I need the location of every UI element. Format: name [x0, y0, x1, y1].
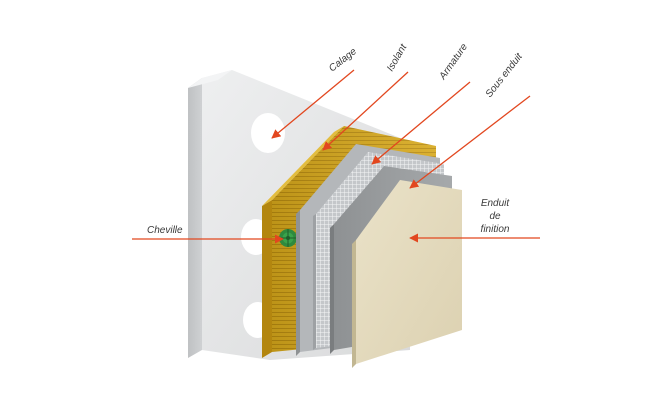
wall-hole — [251, 113, 285, 153]
label-armature: Armature — [437, 41, 470, 82]
leader-lines — [132, 69, 540, 244]
base-coat-edge — [330, 224, 334, 354]
label-cheville: Cheville — [147, 225, 183, 236]
label-sous-enduit: Sous enduit — [484, 50, 526, 99]
label-enduit-line2: de — [489, 211, 501, 222]
wall-side-face — [188, 78, 202, 358]
leader-calage — [271, 69, 355, 139]
insulation-edge — [262, 200, 272, 358]
finish-coat-layer — [352, 180, 462, 368]
leader-isolant — [322, 71, 409, 151]
finish-coat-board — [356, 180, 462, 364]
mesh-edge — [313, 214, 316, 350]
leader-sous-enduit — [409, 95, 531, 189]
anchor-plug — [279, 229, 297, 247]
label-enduit-line3: finition — [481, 224, 510, 235]
finish-coat-edge — [352, 240, 356, 368]
wall-top-face — [188, 70, 232, 88]
mesh-base-edge — [296, 210, 300, 356]
label-enduit-line1: Enduit — [481, 198, 511, 209]
label-calage: Calage — [327, 46, 359, 74]
label-isolant: Isolant — [385, 41, 410, 73]
leader-armature — [371, 81, 471, 165]
